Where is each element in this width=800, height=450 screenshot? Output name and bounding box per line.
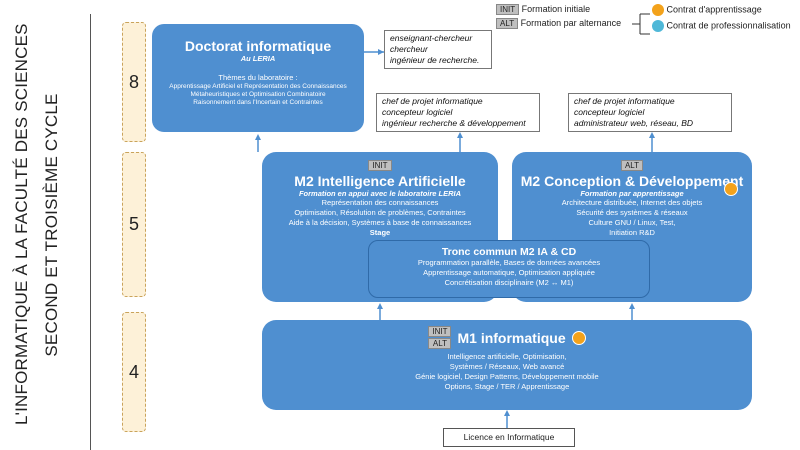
m1-title: M1 informatique [457, 329, 566, 346]
doctorat-theme: Métaheuristiques et Optimisation Combina… [190, 91, 326, 98]
m2-ia-line: Représentation des connaissances [321, 198, 439, 207]
doctorat-title: Doctorat informatique [184, 38, 332, 54]
licence-label: Licence en Informatique [463, 432, 555, 442]
m2-cd-subtitle: Formation par apprentissage [580, 189, 684, 198]
tronc-commun-box: Tronc commun M2 IA & CD Programmation pa… [368, 240, 650, 298]
apprentissage-icon [724, 182, 738, 196]
jobs-cd: chef de projet informatique concepteur l… [568, 93, 732, 132]
jobs-doctorat: enseignant-chercheur chercheur ingénieur… [384, 30, 492, 69]
m1-box: INIT ALT M1 informatique Intelligence ar… [262, 320, 752, 410]
m1-line: Génie logiciel, Design Patterns, Dévelop… [415, 372, 599, 381]
doctorat-themes-heading: Thèmes du laboratoire : [218, 73, 298, 82]
apprentissage-icon [652, 4, 664, 16]
m1-line: Systèmes / Réseaux, Web avancé [449, 362, 565, 371]
m2-ia-tag: INIT [368, 160, 392, 171]
m2-ia-line: Aide à la décision, Systèmes à base de c… [288, 218, 472, 227]
m2-cd-line: Culture GNU / Linux, Test, [588, 218, 676, 227]
tronc-line: Concrétisation disciplinaire (M2 ↔ M1) [444, 278, 574, 287]
m1-line: Options, Stage / TER / Apprentissage [444, 382, 570, 391]
legend-apprentissage-label: Contrat d'apprentissage [666, 4, 762, 15]
m2-cd-title: M2 Conception & Développement [520, 173, 744, 189]
m2-cd-line: Architecture distribuée, Internet des ob… [561, 198, 703, 207]
vertical-divider [90, 14, 91, 450]
legend: INIT Formation initiale ALT Formation pa… [496, 4, 621, 29]
doctorat-subtitle: Au LERIA [240, 54, 276, 63]
m1-line: Intelligence artificielle, Optimisation, [447, 352, 567, 361]
m2-cd-line: Initiation R&D [609, 228, 655, 237]
doctorat-theme: Apprentissage Artificiel et Représentati… [169, 83, 347, 90]
legend-alt-label: Formation par alternance [520, 18, 622, 28]
legend-contracts: Contrat d'apprentissage Contrat de profe… [652, 4, 791, 32]
legend-pro-label: Contrat de professionnalisation [666, 20, 791, 31]
tronc-line: Apprentissage automatique, Optimisation … [423, 268, 595, 277]
level-5: 5 [122, 152, 146, 297]
m1-init-tag: INIT [428, 326, 452, 337]
licence-box: Licence en Informatique [443, 428, 575, 447]
jobs-ia: chef de projet informatique concepteur l… [376, 93, 540, 132]
m2-ia-subtitle: Formation en appui avec le laboratoire L… [298, 189, 462, 198]
legend-brace [632, 13, 650, 35]
tronc-line: Programmation parallèle, Bases de donnée… [417, 258, 601, 267]
legend-init-tag: INIT [496, 4, 520, 15]
doctorat-theme: Raisonnement dans l'Incertain et Contrai… [193, 99, 323, 106]
level-4: 4 [122, 312, 146, 432]
tronc-title: Tronc commun M2 IA & CD [441, 246, 577, 258]
apprentissage-icon [571, 330, 586, 345]
m2-ia-line: Optimisation, Résolution de problèmes, C… [294, 208, 466, 217]
m1-alt-tag: ALT [428, 338, 452, 349]
m2-ia-stage: Stage [369, 228, 391, 237]
m2-cd-tag: ALT [620, 160, 644, 171]
doctorat-box: Doctorat informatique Au LERIA Thèmes du… [152, 24, 364, 132]
m2-ia-title: M2 Intelligence Artificielle [294, 173, 466, 189]
professionnalisation-icon [652, 20, 664, 32]
legend-init-label: Formation initiale [521, 4, 591, 14]
m2-cd-line: Sécurité des systèmes & réseaux [576, 208, 688, 217]
level-8: 8 [122, 22, 146, 142]
legend-alt-tag: ALT [496, 18, 519, 29]
